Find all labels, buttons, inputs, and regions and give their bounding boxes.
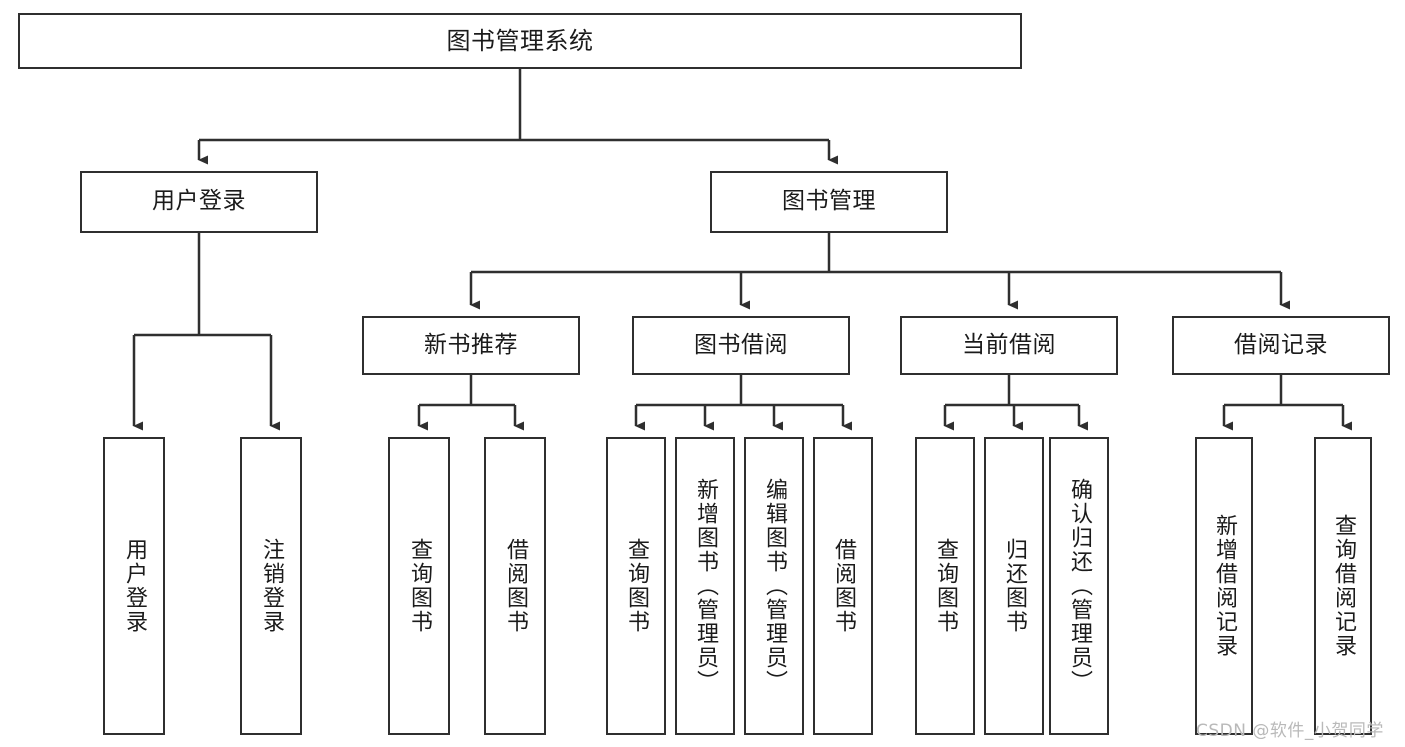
node-label: 新增借阅记录 [1211,514,1237,658]
node-label: 新增图书（管理员） [692,478,718,694]
node-user-login[interactable]: 用户登录 [80,171,318,233]
node-label: 确认归还（管理员） [1066,478,1092,694]
node-label: 借阅记录 [1234,331,1328,358]
node-current-borrow[interactable]: 当前借阅 [900,316,1118,375]
node-label: 归还图书 [1001,538,1027,634]
node-leaf-logout-login[interactable]: 注销登录 [240,437,302,735]
node-label: 当前借阅 [962,331,1056,358]
node-label: 新书推荐 [424,331,518,358]
node-label: 用户登录 [121,538,147,634]
node-label: 图书管理 [782,188,876,215]
node-label: 用户登录 [152,188,246,215]
node-leaf-return-book[interactable]: 归还图书 [984,437,1044,735]
node-label: 借阅图书 [830,538,856,634]
node-book-borrow[interactable]: 图书借阅 [632,316,850,375]
node-leaf-query-book-2[interactable]: 查询图书 [606,437,666,735]
node-book-management[interactable]: 图书管理 [710,171,948,233]
node-leaf-query-book-1[interactable]: 查询图书 [388,437,450,735]
node-leaf-add-borrow-record[interactable]: 新增借阅记录 [1195,437,1253,735]
node-leaf-confirm-return[interactable]: 确认归还（管理员） [1049,437,1109,735]
connector-paths [132,69,1352,431]
node-leaf-edit-book[interactable]: 编辑图书（管理员） [744,437,804,735]
node-leaf-query-book-3[interactable]: 查询图书 [915,437,975,735]
node-label: 图书借阅 [694,331,788,358]
node-leaf-query-borrow-record[interactable]: 查询借阅记录 [1314,437,1372,735]
node-root[interactable]: 图书管理系统 [18,13,1022,69]
node-leaf-borrow-book-2[interactable]: 借阅图书 [813,437,873,735]
node-label: 查询图书 [623,538,649,634]
node-new-book-recommend[interactable]: 新书推荐 [362,316,580,375]
node-leaf-borrow-book-1[interactable]: 借阅图书 [484,437,546,735]
node-borrow-record[interactable]: 借阅记录 [1172,316,1390,375]
node-label: 借阅图书 [502,538,528,634]
node-label: 查询借阅记录 [1330,514,1356,658]
node-leaf-add-book[interactable]: 新增图书（管理员） [675,437,735,735]
node-label: 图书管理系统 [446,26,594,55]
node-label: 查询图书 [406,538,432,634]
node-label: 注销登录 [258,538,284,634]
node-label: 编辑图书（管理员） [761,478,787,694]
node-label: 查询图书 [932,538,958,634]
node-leaf-user-login[interactable]: 用户登录 [103,437,165,735]
